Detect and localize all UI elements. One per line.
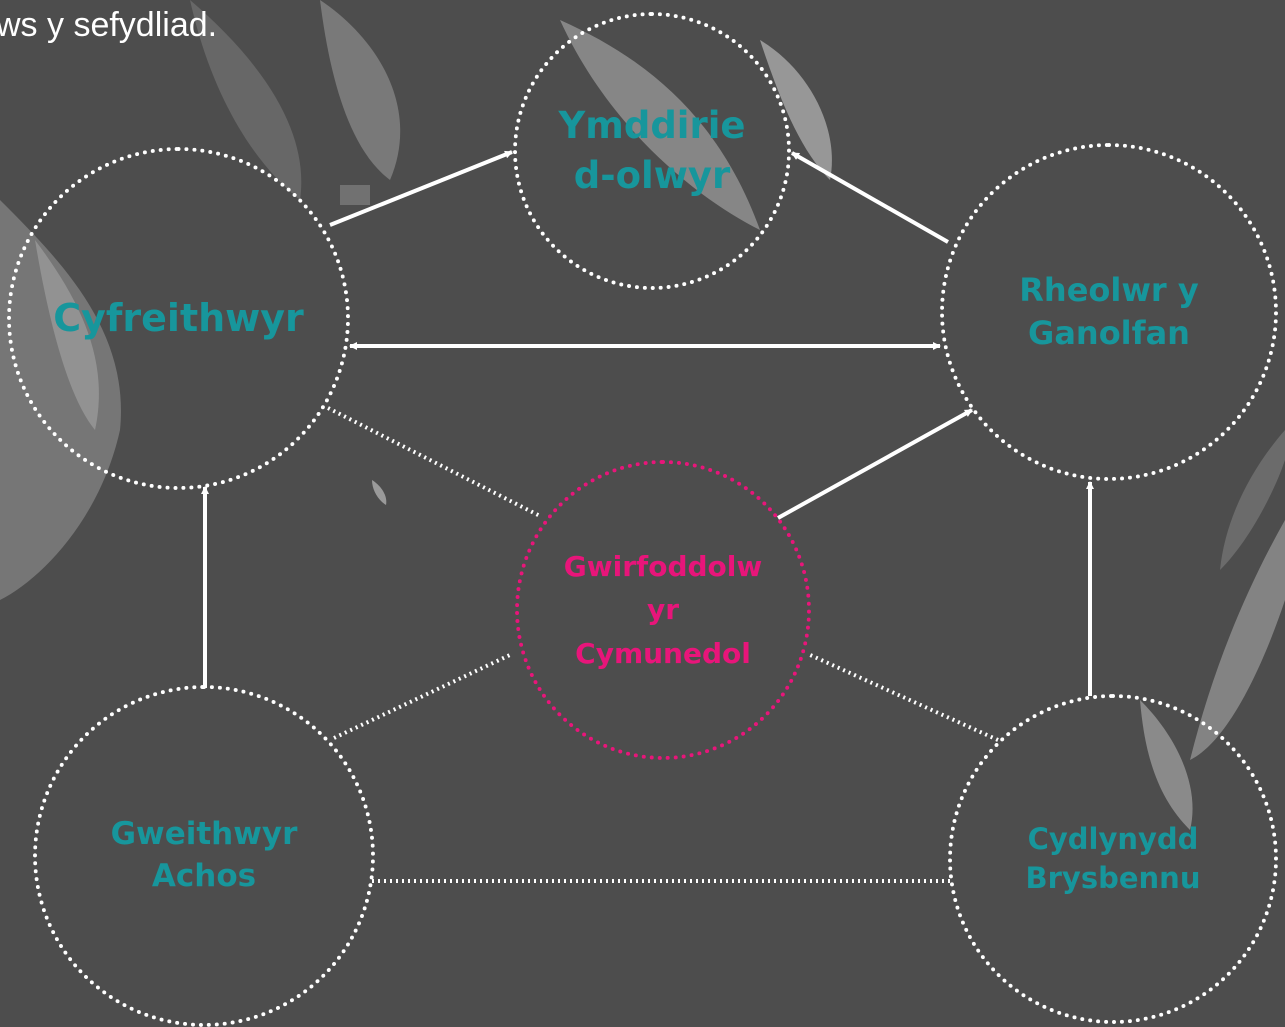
node-community-volunteer: Gwirfoddolw yr Cymunedol [515, 460, 811, 760]
petal-shape [372, 480, 387, 505]
node-label-centre-manager: Rheolwr y Ganolfan [1019, 270, 1199, 352]
node-label-community-volunteer: Gwirfoddolw yr Cymunedol [563, 549, 763, 670]
node-label-triage-coordinator: Cydlynydd Brysbennu [1025, 821, 1201, 895]
dotted-triage-volunteer [807, 652, 999, 742]
petal-shape [340, 185, 370, 205]
dotted-caseworkers-volunteer [333, 652, 513, 740]
node-centre-manager: Rheolwr y Ganolfan [940, 143, 1278, 481]
connector-lawyers-to-trustees [329, 150, 513, 227]
node-trustees: Ymddirie d-olwyr [513, 12, 791, 290]
node-label-trustees: Ymddirie d-olwyr [558, 104, 746, 197]
petal-shape [1190, 520, 1285, 760]
node-lawyers: Cyfreithwyr [7, 147, 350, 490]
intro-text-fragment: ws y sefydliad. [0, 6, 218, 44]
petal-shape [1220, 430, 1285, 570]
petal-shape [320, 0, 401, 180]
connector-volunteer-to-centre-manager [777, 408, 973, 520]
node-label-caseworkers: Gweithwyr Achos [110, 816, 298, 894]
petal-shape [190, 0, 302, 200]
dotted-lawyers-volunteer [327, 406, 541, 518]
connector-centre-manager-to-trustees [791, 151, 949, 244]
petal-shape [760, 40, 832, 180]
node-label-lawyers: Cyfreithwyr [53, 295, 304, 340]
node-triage-coordinator: Cydlynydd Brysbennu [948, 694, 1278, 1024]
node-caseworkers: Gweithwyr Achos [33, 685, 375, 1027]
